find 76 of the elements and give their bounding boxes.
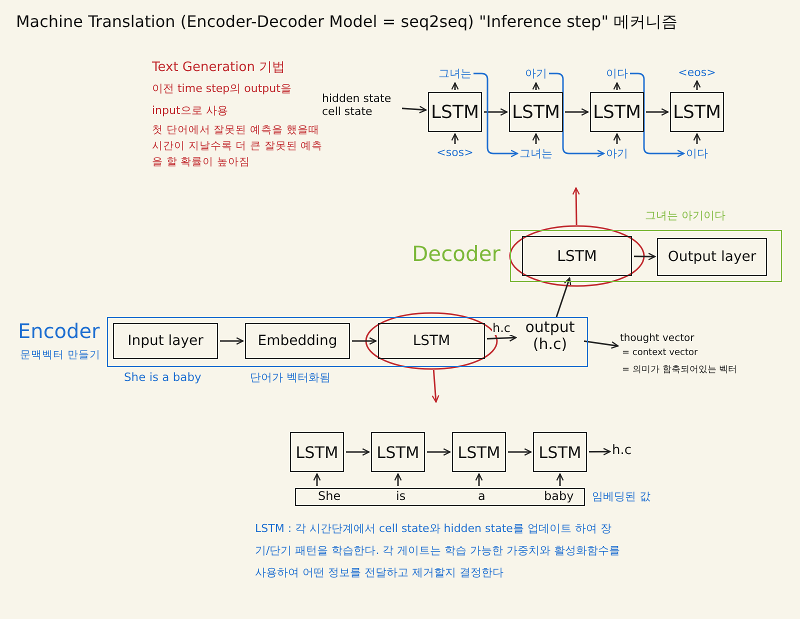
group-subtitle: 문맥벡터 만들기 (20, 348, 100, 362)
token-label: 아기 (606, 146, 628, 161)
process-box: Input layer (113, 323, 218, 359)
token-label: 아기 (525, 66, 547, 81)
arrow (475, 473, 483, 486)
arrow (484, 108, 508, 116)
token-word: a (478, 489, 486, 503)
arrow (634, 252, 656, 260)
output-label: h.c (612, 444, 642, 459)
bar-caption: 임베딩된 값 (592, 489, 650, 504)
arrow (402, 106, 427, 114)
input-caption: She is a baby (124, 370, 202, 384)
arrow (532, 82, 540, 90)
lstm-note: LSTM : 각 시간단계에서 cell state와 hidden state를 업데이트 하여 장기/단기 패턴을 학습한다. 각 게이트는 학습 가능한 가중치와 활성화함수를 사용하여 어떤 정보를 전달하고 제거할지 결정한다 (255, 521, 622, 581)
process-box: LSTM (533, 432, 587, 472)
process-box: LSTM (509, 92, 563, 132)
state-label: hidden state cell state (322, 93, 400, 118)
arrow (432, 370, 440, 403)
token-word: She (318, 489, 341, 503)
arrow (646, 108, 669, 116)
process-box: LSTM (378, 323, 485, 359)
token-label: <eos> (678, 66, 716, 79)
token-label: 그녀는 (438, 66, 472, 81)
process-box: LSTM (670, 92, 724, 132)
feedback-arrow (549, 72, 605, 158)
arrow (394, 473, 402, 486)
arrow (565, 108, 589, 116)
token-label: 그녀는 (520, 146, 552, 161)
arrow (613, 133, 621, 144)
arrow (508, 448, 532, 456)
vector-note: thought vector (620, 333, 694, 344)
group-heading: Decoder (412, 242, 500, 266)
arrow (451, 82, 459, 90)
arrow (693, 80, 701, 90)
process-box: LSTM (452, 432, 506, 472)
translation-caption: 그녀는 아기이다 (645, 208, 726, 223)
feedback-arrow (630, 72, 685, 158)
token-word: baby (544, 489, 574, 503)
arrow (589, 448, 611, 456)
arrow (352, 337, 377, 345)
arrow (313, 473, 321, 486)
diagram-title: Machine Translation (Encoder-Decoder Model = seq2seq) "Inference step" 메커니즘 (16, 12, 678, 33)
arrow (613, 82, 621, 90)
process-box: LSTM (290, 432, 344, 472)
input-caption: 단어가 벡터화됨 (250, 370, 330, 385)
token-label: 이다 (606, 66, 628, 81)
output-label: output (h.c) (518, 319, 582, 354)
vector-note: = context vector (622, 348, 698, 358)
arrow (693, 133, 701, 144)
note-heading: Text Generation 기법 (152, 59, 286, 76)
arrow (451, 133, 459, 144)
process-box: LSTM (522, 236, 632, 276)
arrow (486, 334, 517, 342)
arrow (556, 473, 564, 486)
process-box: Output layer (657, 238, 767, 276)
token-label: <sos> (436, 146, 474, 159)
process-box: Embedding (245, 323, 350, 359)
note-text: 첫 단어에서 잘못된 예측을 했을때 시간이 지날수록 더 큰 잘못된 예측을 할 확률이 높아짐 (152, 123, 324, 170)
group-heading: Encoder (18, 319, 100, 343)
arrow (427, 448, 451, 456)
arrow (572, 187, 580, 226)
edge-label: h.c (491, 321, 512, 336)
token-bar (295, 488, 585, 506)
vector-note: = 의미가 함축되어있는 벡터 (622, 364, 738, 376)
note-text: 이전 time step의 output을 input으로 사용 (152, 81, 292, 119)
process-box: LSTM (371, 432, 425, 472)
arrow (556, 277, 572, 318)
arrow (220, 337, 244, 345)
token-word: is (396, 489, 406, 503)
feedback-arrow (474, 72, 518, 158)
arrow (346, 448, 370, 456)
process-box: LSTM (428, 92, 482, 132)
arrow (532, 133, 540, 144)
token-label: 이다 (686, 146, 708, 161)
process-box: LSTM (590, 92, 644, 132)
arrow (584, 340, 619, 349)
